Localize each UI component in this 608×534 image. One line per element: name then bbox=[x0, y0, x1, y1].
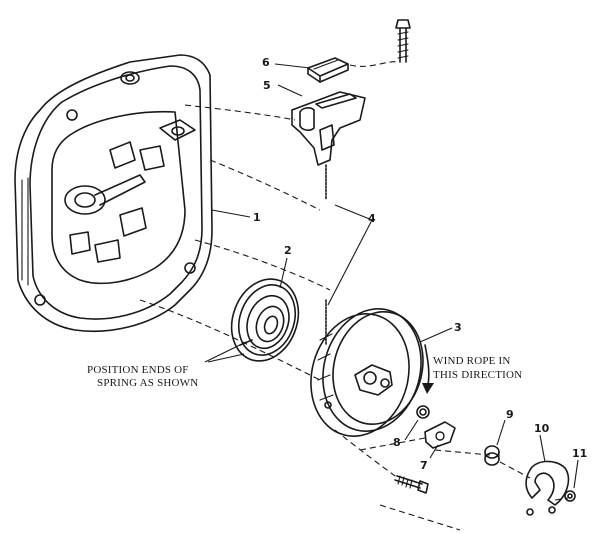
callout-1: 1 bbox=[253, 211, 261, 224]
callout-labels: 1 2 3 4 5 6 7 8 9 10 11 bbox=[253, 56, 587, 472]
callout-11: 11 bbox=[572, 447, 587, 460]
rope-note-line1: WIND ROPE IN bbox=[433, 355, 511, 367]
callout-5: 5 bbox=[263, 79, 271, 92]
retainer bbox=[525, 460, 570, 516]
callout-6: 6 bbox=[262, 56, 270, 69]
spring-note-line2: SPRING AS SHOWN bbox=[97, 377, 198, 389]
callout-4: 4 bbox=[368, 212, 376, 225]
starter-handle bbox=[291, 91, 366, 166]
callout-3: 3 bbox=[454, 321, 462, 334]
center-screw bbox=[394, 475, 429, 494]
rope-note-line2: THIS DIRECTION bbox=[433, 369, 522, 381]
alignment-lines bbox=[139, 61, 569, 531]
spacer bbox=[484, 445, 500, 466]
mounting-screw bbox=[395, 19, 411, 63]
spring-note-line1: POSITION ENDS OF bbox=[87, 364, 189, 376]
handle-insert bbox=[307, 57, 349, 83]
pawl bbox=[424, 421, 456, 449]
pawl-spring bbox=[416, 405, 430, 419]
starter-housing bbox=[14, 54, 213, 333]
retainer-screw bbox=[564, 490, 576, 502]
leader-lines bbox=[204, 63, 579, 489]
spring-note: POSITION ENDS OF SPRING AS SHOWN bbox=[87, 364, 198, 389]
callout-2: 2 bbox=[284, 244, 292, 257]
callout-8: 8 bbox=[393, 436, 401, 449]
callout-9: 9 bbox=[506, 408, 514, 421]
rope-note: WIND ROPE IN THIS DIRECTION bbox=[433, 355, 522, 381]
callout-7: 7 bbox=[420, 459, 428, 472]
callout-10: 10 bbox=[534, 422, 550, 435]
recoil-spring bbox=[230, 278, 300, 362]
